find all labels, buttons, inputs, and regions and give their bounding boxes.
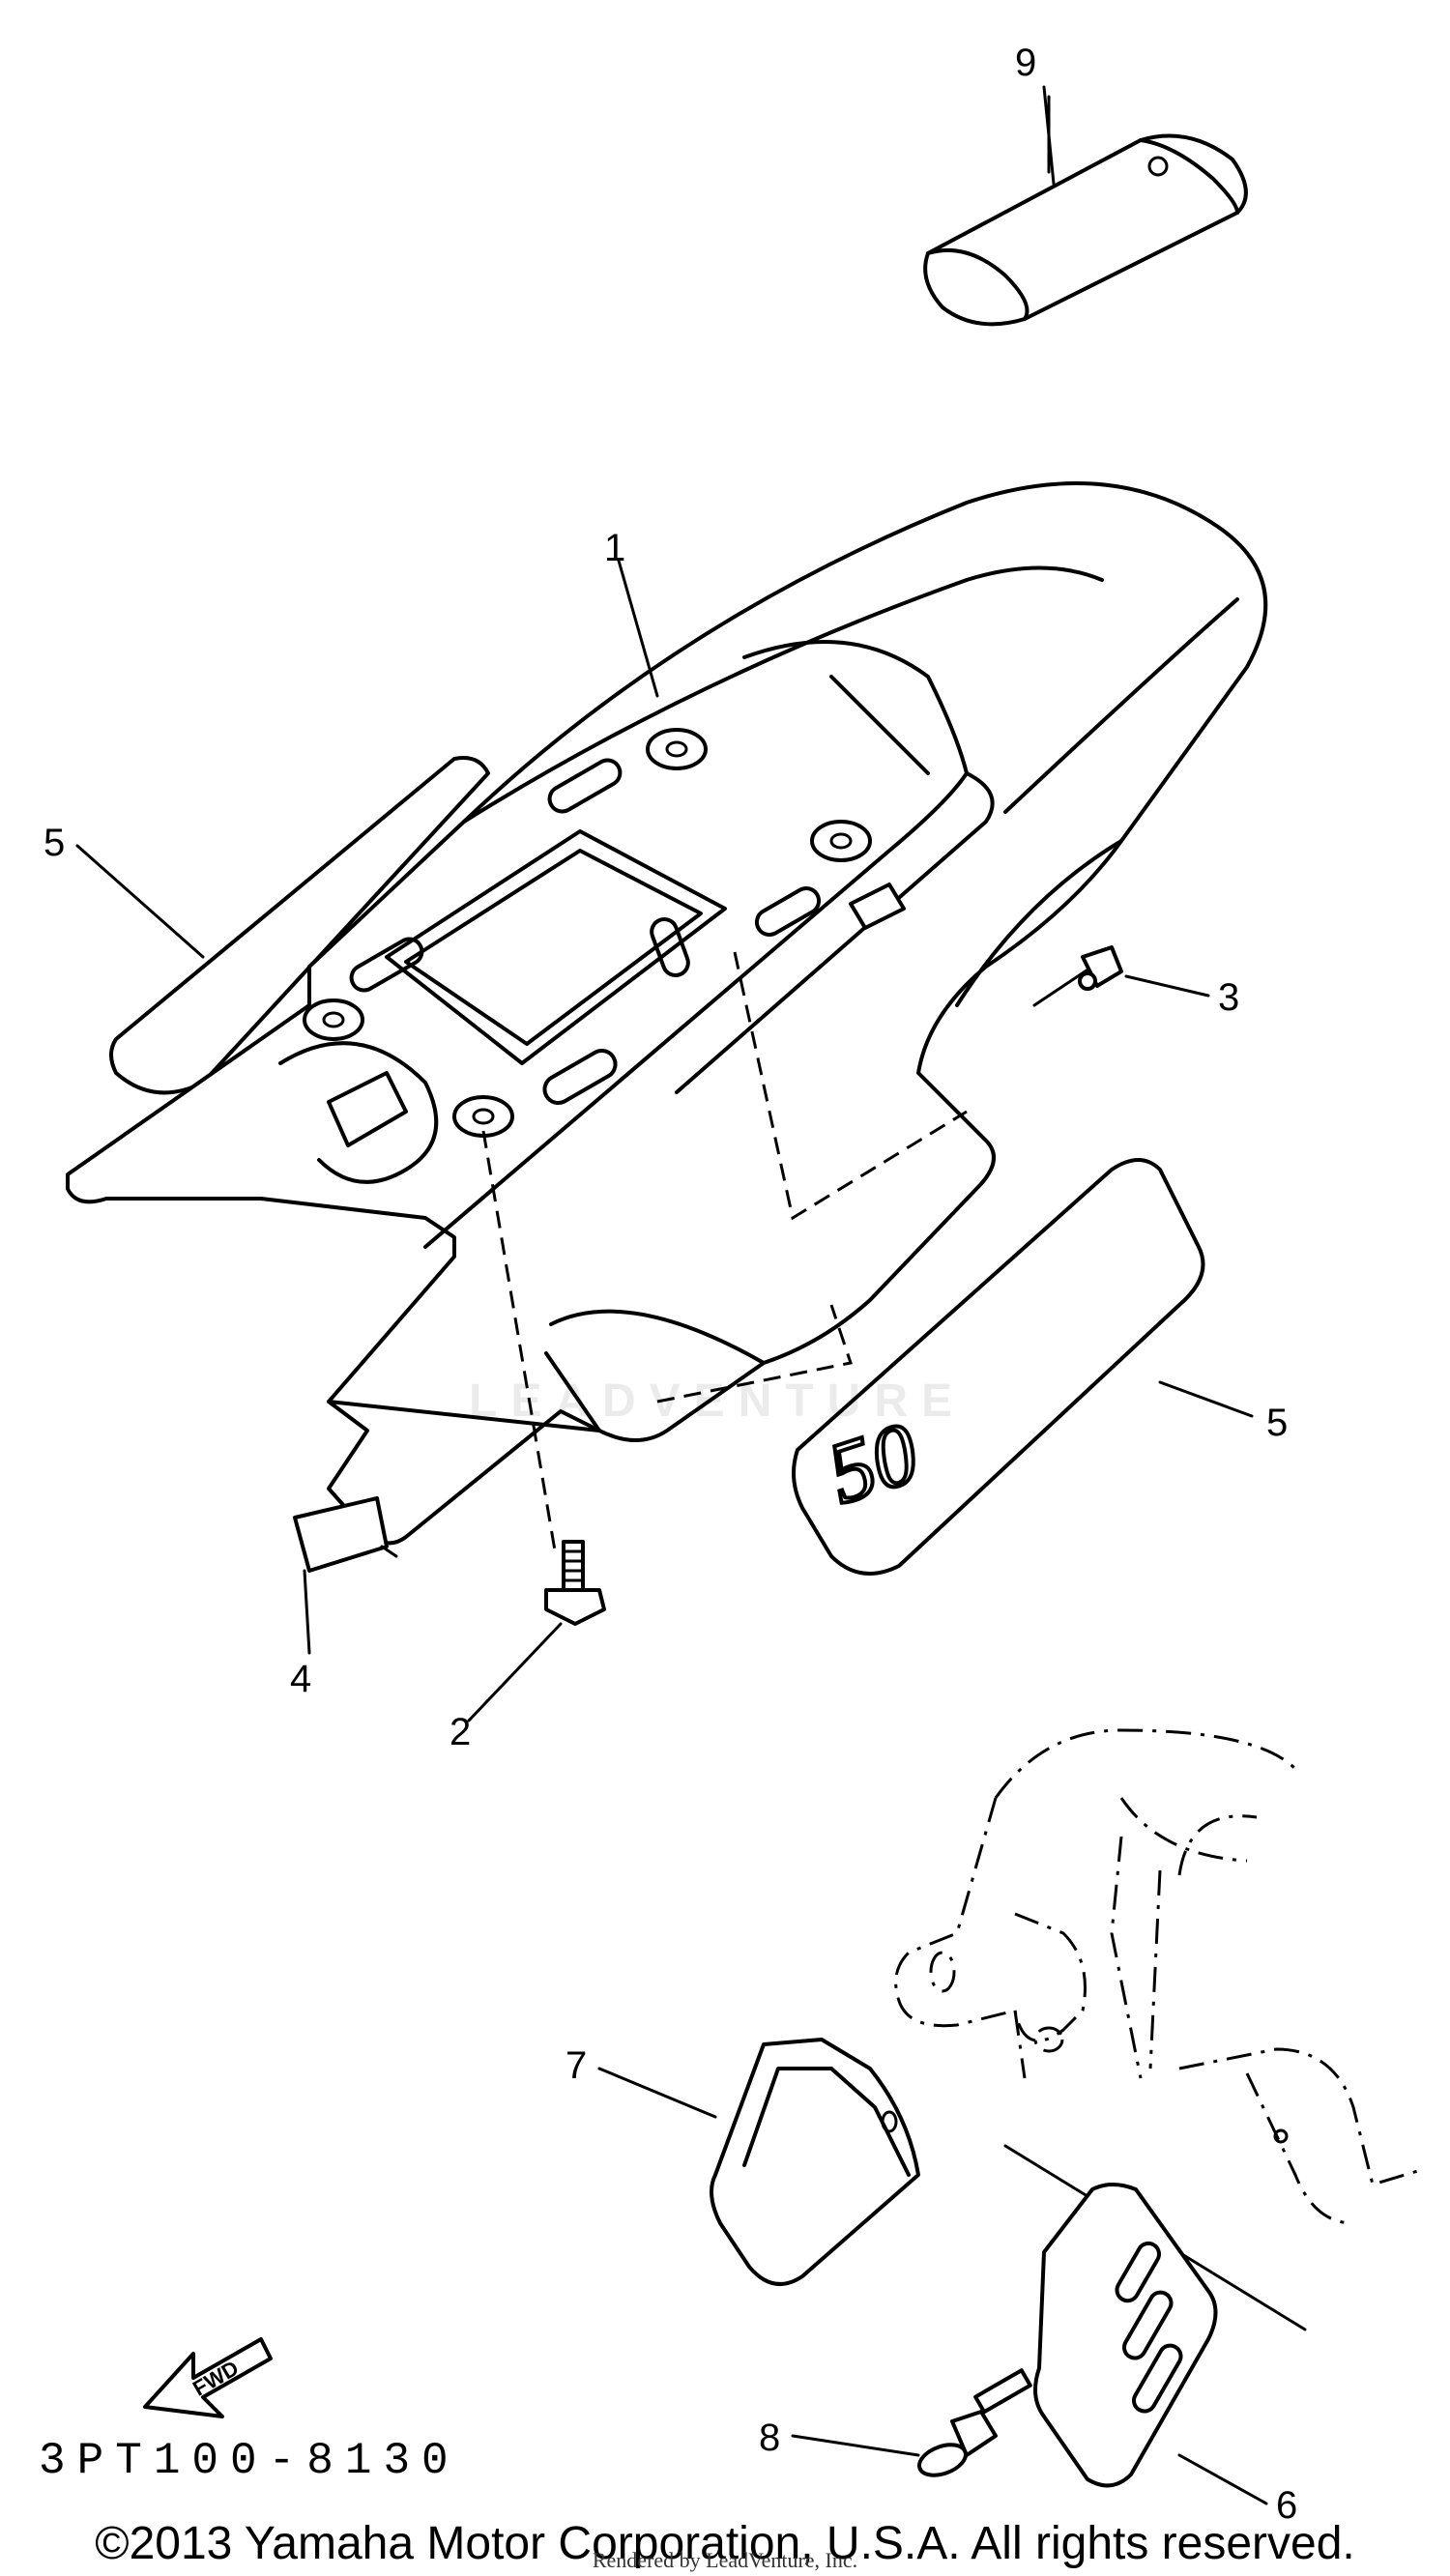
part-8-bolt [917, 2368, 1032, 2477]
callout-labels: 9 1 5 3 5 4 2 7 8 6 [44, 42, 1297, 2527]
part-5-decal-50: 50 [792, 1158, 1205, 1576]
part-1-rear-fender [66, 481, 1268, 1546]
part-4-pad [293, 1496, 398, 1573]
part-5-side-panel-left [109, 756, 490, 1095]
watermark: LEADVENTURE [469, 1375, 967, 1427]
part-6-plate [1033, 2183, 1218, 2488]
grommet [303, 728, 872, 1138]
callout-6: 6 [1276, 2484, 1297, 2527]
part-2-bolt [544, 1540, 606, 1626]
part-9-pad [923, 95, 1248, 327]
callout-1: 1 [604, 527, 625, 569]
leader-lines [75, 85, 1268, 2505]
copyright-notice: ©2013 Yamaha Motor Corporation, U.S.A. A… [95, 2518, 1355, 2569]
part-3-bolt [1078, 945, 1123, 991]
frame-outline [894, 1728, 1422, 2225]
callout-8: 8 [759, 2417, 780, 2459]
rendered-by-notice: Rendered by LeadVenture, Inc. [592, 2548, 858, 2572]
fwd-arrow-icon: FWD [143, 2337, 273, 2418]
callout-9: 9 [1015, 42, 1036, 84]
callout-2: 2 [450, 1711, 471, 1753]
callout-4: 4 [290, 1658, 311, 1700]
callout-5-right: 5 [1266, 1402, 1288, 1444]
part-7-guard [710, 2038, 920, 2286]
callout-3: 3 [1218, 976, 1239, 1019]
callout-5-left: 5 [44, 822, 65, 864]
callout-7: 7 [566, 2044, 587, 2087]
part-code: 3PT100-8130 [39, 2436, 460, 2486]
